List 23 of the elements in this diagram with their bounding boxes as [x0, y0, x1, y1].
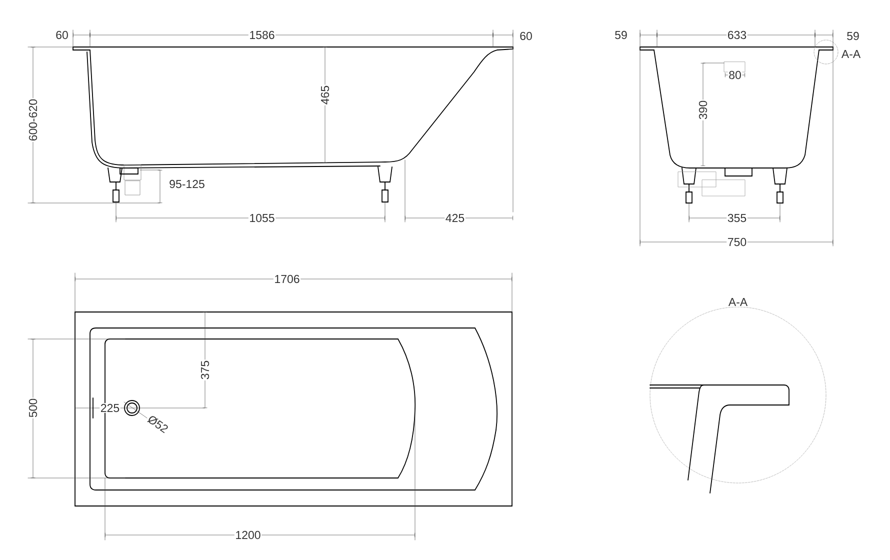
- section-label: A-A: [728, 297, 748, 307]
- dimension-text: 1586: [248, 30, 276, 40]
- dimension-text: 1200: [234, 530, 262, 540]
- dimension-text: 355: [726, 213, 748, 223]
- dimension-text: 425: [444, 213, 466, 223]
- dimension-text: 750: [726, 237, 748, 247]
- dimension-text: 375: [200, 360, 210, 380]
- dimension-text: 633: [726, 30, 748, 40]
- dimension-text: 80: [728, 70, 742, 80]
- dimension-text: 225: [100, 403, 120, 413]
- dimension-text: 500: [28, 398, 38, 418]
- dimension-text: 59: [614, 30, 628, 40]
- dimension-text: 465: [320, 84, 330, 106]
- dimension-text: 390: [698, 100, 708, 120]
- dimension-text: Ø52: [146, 413, 170, 435]
- section-label: A-A: [840, 49, 862, 59]
- dimension-text: 95-125: [168, 179, 206, 189]
- dimension-text: 60: [54, 30, 70, 40]
- dimension-text: 59: [846, 31, 860, 41]
- dimension-text: 1055: [248, 213, 276, 223]
- dimension-text: 60: [518, 31, 534, 41]
- dimension-text: 1706: [273, 274, 301, 284]
- dimension-text: 600-620: [28, 98, 38, 142]
